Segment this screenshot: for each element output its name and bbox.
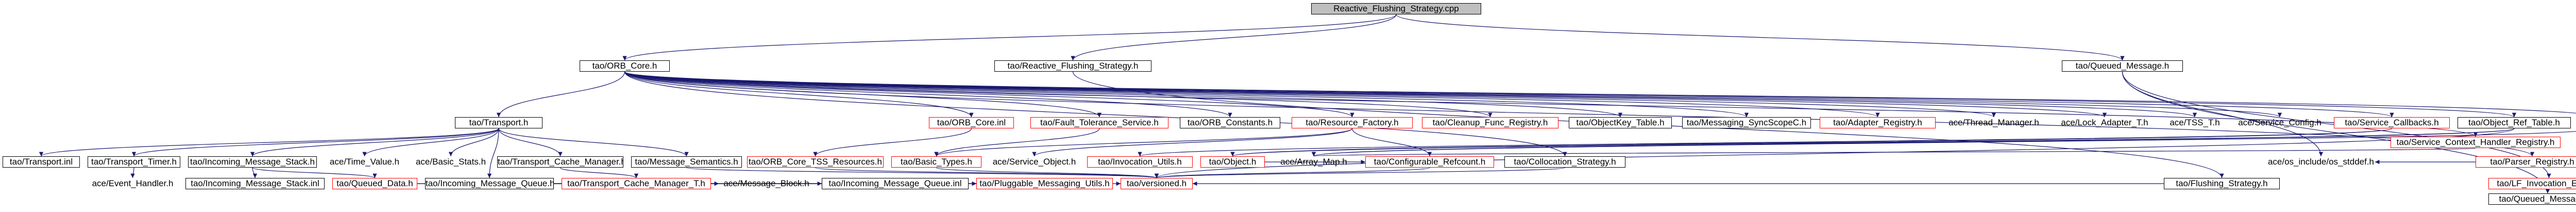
include-edge [624,71,2576,114]
node-messaging-syncscopec[interactable]: tao/Messaging_SyncScopeC.h [1682,117,1811,128]
node-service-config[interactable]: ace/Service_Config.h [2238,118,2321,127]
node-versioned[interactable]: tao/versioned.h [1121,178,1193,189]
node-transport-inl[interactable]: tao/Transport.inl [3,156,80,168]
include-edge [624,71,1567,157]
include-edge [624,71,2282,118]
include-edge [624,71,1232,118]
node-message-semantics[interactable]: tao/Message_Semantics.h [631,156,742,168]
node-basic-types[interactable]: tao/Basic_Types.h [891,156,981,168]
node-transport-cache-mgr[interactable]: tao/Transport_Cache_Manager.h [497,156,623,168]
include-edge [362,128,499,157]
node-lf-invocation-event[interactable]: tao/LF_Invocation_Event.h [2488,178,2576,189]
node-transport-timer[interactable]: tao/Transport_Timer.h [88,156,180,168]
node-orb-constants[interactable]: tao/ORB_Constants.h [1180,117,1280,128]
node-fault-tol[interactable]: tao/Fault_Tolerance_Service.h [1030,117,1168,128]
node-tcm-t[interactable]: tao/Transport_Cache_Manager_T.h [562,178,711,189]
node-flushing-strategy[interactable]: tao/Flushing_Strategy.h [2164,178,2280,189]
node-queued-data[interactable]: tao/Queued_Data.h [332,178,417,189]
node-adapter-registry[interactable]: tao/Adapter_Registry.h [1820,117,1936,128]
node-service-object[interactable]: ace/Service_Object.h [992,157,1076,167]
node-incoming-msg-queue[interactable]: tao/Incoming_Message_Queue.h [425,178,554,189]
include-edge [934,128,1353,157]
include-edge [560,167,639,178]
include-edge [1138,128,2393,157]
include-edge [622,14,1397,61]
node-transport-h[interactable]: tao/Transport.h [455,117,543,128]
include-edge [624,71,1996,118]
include-edge [250,128,499,157]
include-edge [1313,148,2476,157]
node-array-map[interactable]: ace/Array_Map.h [1280,157,1347,167]
include-edge [1312,131,2576,157]
include-edge [624,71,1622,118]
include-edge [686,167,1159,178]
node-event-handler[interactable]: ace/Event_Handler.h [92,178,174,188]
node-message-block[interactable]: ace/Message_Block.h [723,178,809,188]
include-edge [1032,128,1353,157]
include-edge [496,71,625,118]
node-orb-core-inl[interactable]: tao/ORB_Core.inl [929,117,1014,128]
include-edge [624,71,2534,157]
include-edge [624,71,1354,118]
node-basic-stats[interactable]: ace/Basic_Stats.h [415,157,486,167]
include-edge [252,167,258,178]
include-edge [1155,128,2515,178]
node-service-callbacks[interactable]: tao/Service_Callbacks.h [2334,117,2450,128]
include-edge [498,128,563,157]
node-rfs-h[interactable]: tao/Reactive_Flushing_Strategy.h [994,60,1151,72]
node-queued-msg-inl[interactable]: tao/Queued_Message.inl [2488,193,2576,205]
node-incoming-msg-queue-inl[interactable]: tao/Incoming_Message_Queue.inl [822,178,969,189]
node-lock-adapter[interactable]: ace/Lock_Adapter_T.h [2061,118,2148,127]
include-edge [1396,14,2125,61]
include-edge [1155,167,1566,178]
node-cleanup-func[interactable]: tao/Cleanup_Func_Registry.h [1422,117,1558,128]
include-edge [39,128,499,157]
node-root: Reactive_Flushing_Strategy.cpp [1311,3,1481,14]
node-queued-msg-h[interactable]: tao/Queued_Message.h [2062,60,2183,72]
node-collocation-strategy[interactable]: tao/Collocation_Strategy.h [1504,156,1625,168]
node-orb-core-tss[interactable]: tao/ORB_Core_TSS_Resources.h [747,156,884,168]
node-resource-factory[interactable]: tao/Resource_Factory.h [1292,117,1413,128]
include-edge [815,167,1159,178]
include-edge [1071,14,1397,61]
node-acelos-include[interactable]: ace/os_include/os_stddef.h [2267,157,2375,167]
include-edge [498,128,689,157]
include-edge [813,128,972,157]
include-edge [487,128,499,178]
node-tss-t[interactable]: ace/TSS_T.h [2170,118,2220,127]
include-edge [448,128,499,157]
node-parser-registry[interactable]: tao/Parser_Registry.h [2476,156,2576,168]
node-pluggable-messaging[interactable]: tao/Pluggable_Messaging_Utils.h [976,178,1113,189]
node-object-ref-table[interactable]: tao/Object_Ref_Table.h [2458,117,2571,128]
include-edge [624,71,974,118]
node-incoming-msg-stack-inl[interactable]: tao/Incoming_Message_Stack.inl [185,178,325,189]
node-time-value[interactable]: ace/Time_Value.h [329,157,400,167]
include-edge [624,71,1880,118]
include-edge [2122,71,2324,157]
include-edge [1155,167,1430,178]
include-edge [252,167,377,178]
node-invocation-utils[interactable]: tao/Invocation_Utils.h [1087,156,1193,168]
node-thread-manager[interactable]: ace/Thread_Manager.h [1948,118,2039,127]
include-edge [624,71,2516,118]
include-edge [624,71,2394,118]
node-service-context-reg[interactable]: tao/Service_Context_Handler_Registry.h [2391,137,2561,148]
include-edge [132,128,499,157]
include-edge [936,167,1159,178]
include-edge [130,167,135,178]
node-orb-core-h[interactable]: tao/ORB_Core.h [580,60,670,72]
include-edge [934,128,1100,157]
include-edge [2122,71,2550,194]
node-object-h[interactable]: tao/Object.h [1200,156,1265,168]
node-incoming-msg-stack[interactable]: tao/Incoming_Message_Stack.h [188,156,317,168]
node-objectkey-table[interactable]: tao/ObjectKey_Table.h [1569,117,1672,128]
include-edge [1351,128,1432,157]
node-configurable-refcount[interactable]: tao/Configurable_Refcount.h [1365,156,1494,168]
include-edge [624,71,1749,118]
